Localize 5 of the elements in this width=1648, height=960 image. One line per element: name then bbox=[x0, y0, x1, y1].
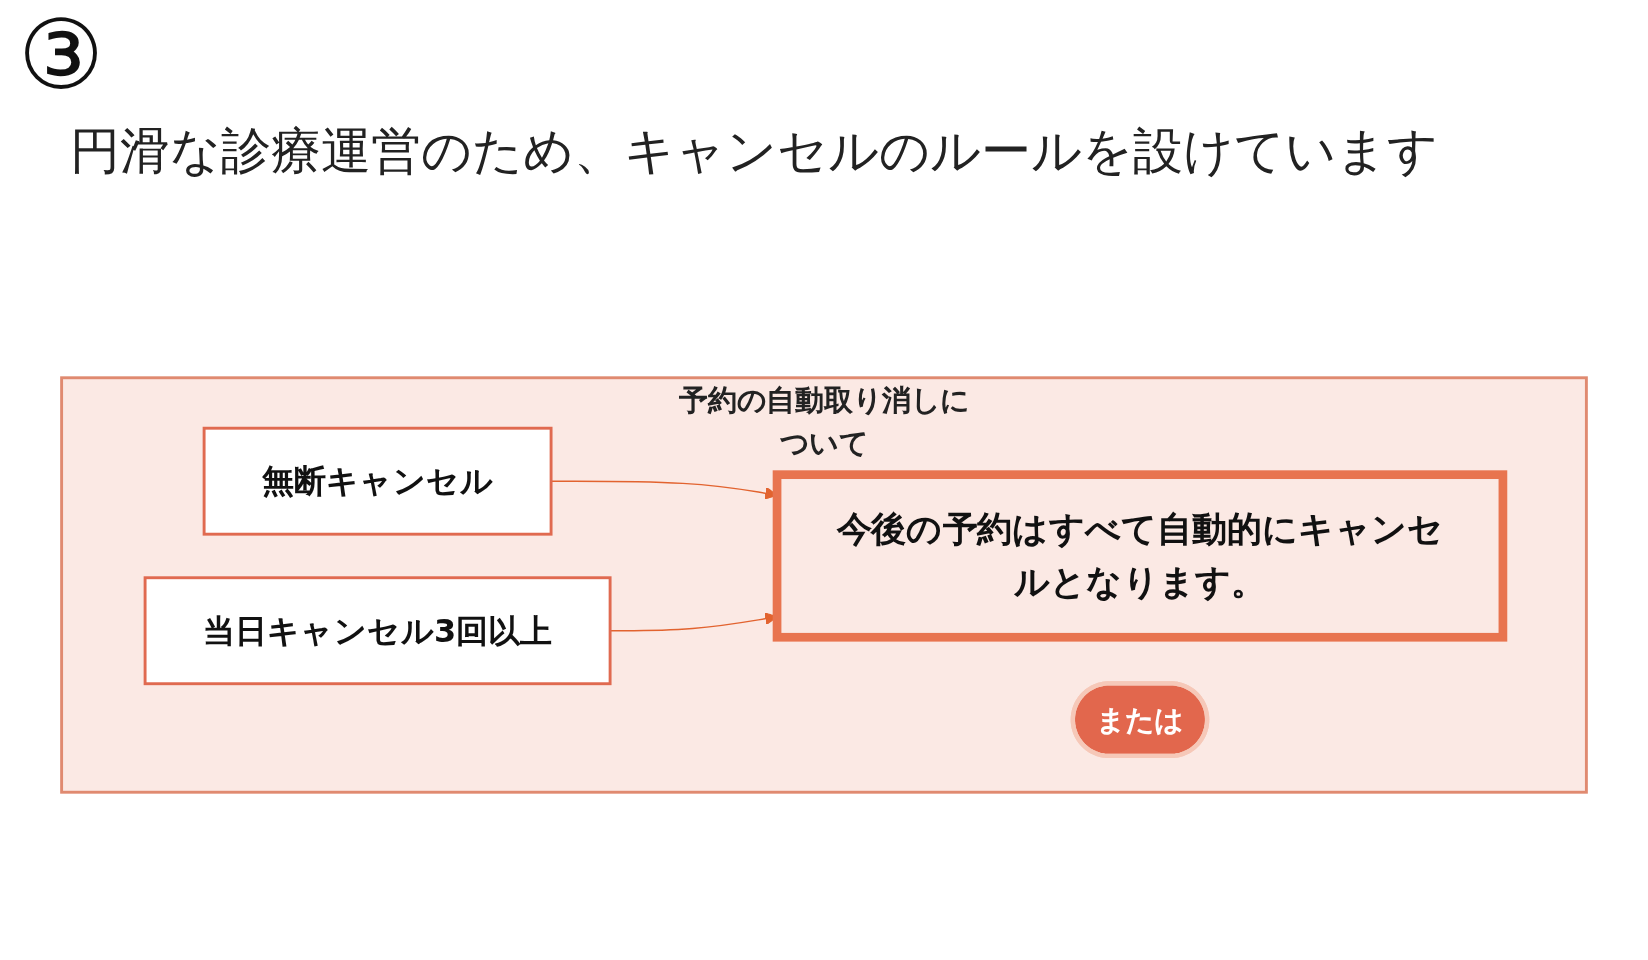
node-box: 今後の予約はすべて自動的にキャンセルとなります。 bbox=[772, 470, 1508, 642]
title: 円滑な診療運営のため、キャンセルのルールを設けています bbox=[70, 121, 1438, 182]
step-number: ③ bbox=[18, 0, 105, 110]
node-box: 無断キャンセル bbox=[202, 426, 553, 536]
node-box: 当日キャンセル3回以上 bbox=[143, 576, 612, 686]
